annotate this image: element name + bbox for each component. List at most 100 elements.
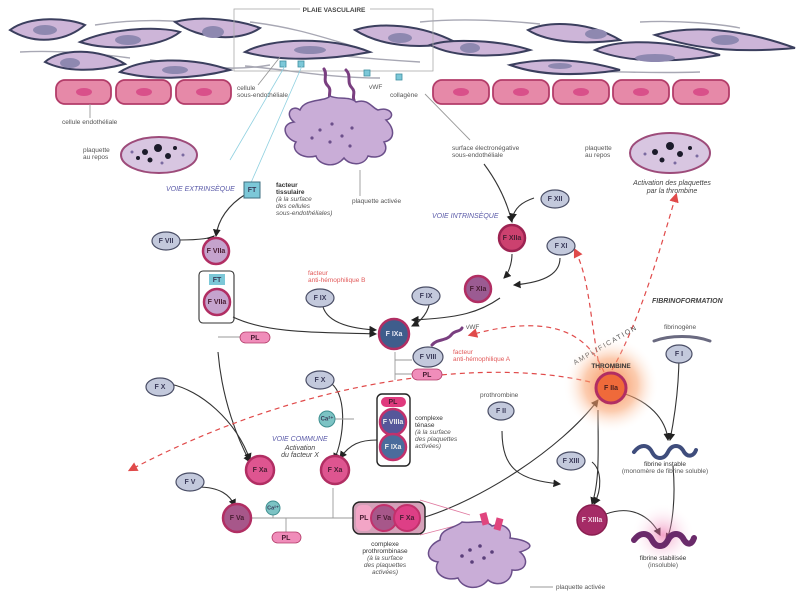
vwf-strands <box>322 67 356 102</box>
node-fxi[interactable]: F XI <box>546 236 576 256</box>
node-ft[interactable]: FT <box>243 181 261 199</box>
label-facteur-tissulaire-3: (à la surface <box>276 196 312 203</box>
connector-lines <box>218 336 471 536</box>
svg-text:F XII: F XII <box>548 196 563 203</box>
label-activation-plaquettes-2: par la thrombine <box>646 188 698 195</box>
svg-text:F Xa: F Xa <box>400 515 415 522</box>
node-fxia[interactable]: F XIa <box>463 274 493 304</box>
label-prothrombine: prothrombine <box>480 392 519 399</box>
svg-text:F V: F V <box>185 479 196 486</box>
svg-text:F II: F II <box>496 408 506 415</box>
label-complexe-tenase-2: ténase <box>415 422 435 429</box>
node-prothrombinase-complex[interactable]: PL F Va F Xa <box>352 501 426 535</box>
svg-text:F XI: F XI <box>555 243 568 250</box>
vwf-strand-mid <box>430 326 464 347</box>
label-fibrine-instable: fibrine instable <box>644 461 686 468</box>
svg-text:F VIIa: F VIIa <box>207 248 226 255</box>
label-fibrine-instable-2: (monomère de fibrine soluble) <box>622 468 708 475</box>
label-voie-intrinseque: VOIE INTRINSÈQUE <box>432 211 499 220</box>
label-complexe-tenase-5: activées) <box>415 443 441 450</box>
svg-text:F IXa: F IXa <box>386 331 403 338</box>
label-complexe-prothrombinase-5: activées) <box>372 569 398 576</box>
node-fii[interactable]: F II <box>487 401 515 421</box>
wound-title: PLAIE VASCULAIRE <box>303 7 366 14</box>
label-plaquette-activee-bas: plaquette activée <box>556 584 606 591</box>
svg-text:F VIII: F VIII <box>420 354 437 361</box>
tissue-factor-markers <box>279 60 403 81</box>
label-hemophilie-a-2: anti-hémophilique A <box>453 356 511 363</box>
svg-text:PL: PL <box>282 535 292 542</box>
label-complexe-prothrombinase-2: prothrombinase <box>362 548 408 555</box>
svg-text:F XIIIa: F XIIIa <box>582 517 603 524</box>
svg-text:F VII: F VII <box>159 238 174 245</box>
svg-text:FT: FT <box>213 277 222 284</box>
svg-text:F XIII: F XIII <box>563 458 580 465</box>
label-thrombine: THROMBINE <box>591 363 631 370</box>
node-fi[interactable]: F I <box>665 344 693 364</box>
svg-text:F XIIa: F XIIa <box>503 235 522 242</box>
svg-text:F VIIa: F VIIa <box>208 299 227 306</box>
label-plaquette-repos-right: plaquette <box>585 145 612 152</box>
leader-line <box>257 56 281 86</box>
svg-text:F IX: F IX <box>420 293 433 300</box>
label-facteur-tissulaire-2: tissulaire <box>276 189 305 196</box>
node-fvii[interactable]: F VII <box>151 231 181 251</box>
node-ft-fviia-complex[interactable]: FT F VIIa <box>198 270 235 324</box>
label-voie-commune: VOIE COMMUNE <box>272 436 328 443</box>
label-activation-x-2: du facteur X <box>281 452 319 459</box>
node-fxiia[interactable]: F XIIa <box>497 223 527 253</box>
node-calcium-2[interactable]: Ca²⁺ <box>265 500 281 516</box>
node-fx-2[interactable]: F X <box>305 370 335 390</box>
label-cellule-sous-endo-2: sous-endothéliale <box>237 92 288 99</box>
label-surface-sous-endo: sous-endothéliale <box>452 152 503 159</box>
label-plaquette-repos-right-2: au repos <box>585 152 611 159</box>
node-fx-1[interactable]: F X <box>145 377 175 397</box>
svg-text:F I: F I <box>675 351 683 358</box>
endothelial-nuclei <box>76 88 709 96</box>
fibrin-stable-shape <box>631 531 697 549</box>
ft-leader <box>229 65 286 161</box>
svg-text:F IIa: F IIa <box>604 385 618 392</box>
node-fva[interactable]: F Va <box>221 502 253 534</box>
activated-platelet-top <box>284 95 394 166</box>
svg-text:F Va: F Va <box>377 515 392 522</box>
node-fiia[interactable]: F IIa <box>594 371 628 405</box>
label-cellule-endotheliale: cellule endothéliale <box>62 119 118 126</box>
label-complexe-tenase: complexe <box>415 415 443 422</box>
svg-text:F Xa: F Xa <box>253 467 268 474</box>
node-fxii[interactable]: F XII <box>540 189 570 209</box>
label-hemophilie-a: facteur <box>453 349 474 356</box>
node-pl-2[interactable]: PL <box>411 368 443 381</box>
node-fix-2[interactable]: F IX <box>411 286 441 306</box>
node-calcium-1[interactable]: Ca²⁺ <box>318 410 336 428</box>
activated-platelet-bottom <box>427 512 531 589</box>
node-tenase-complex[interactable]: PL F VIIIa F IXa <box>376 393 411 467</box>
node-fxa-2[interactable]: F Xa <box>319 454 351 486</box>
node-fixa[interactable]: F IXa <box>377 317 411 351</box>
node-pl-3[interactable]: PL <box>271 531 302 544</box>
label-cellule-sous-endo: cellule <box>237 85 256 92</box>
node-pl-1[interactable]: PL <box>239 331 271 344</box>
label-activation-x: Activation <box>284 445 315 452</box>
svg-text:Ca²⁺: Ca²⁺ <box>321 416 334 423</box>
node-fv[interactable]: F V <box>175 472 205 492</box>
svg-text:F Va: F Va <box>230 515 245 522</box>
label-complexe-prothrombinase-3: (à la surface <box>367 555 403 562</box>
fibrin-stable-glow <box>631 503 695 567</box>
node-fviia[interactable]: F VIIa <box>201 236 231 266</box>
node-fviii[interactable]: F VIII <box>412 346 444 368</box>
svg-text:F XIa: F XIa <box>470 286 487 293</box>
node-fix-1[interactable]: F IX <box>305 288 335 308</box>
svg-text:PL: PL <box>360 515 370 522</box>
resting-platelet-right <box>629 132 711 174</box>
node-fxiii[interactable]: F XIII <box>556 451 586 471</box>
label-fibrine-stabilisee-2: (insoluble) <box>648 562 678 569</box>
resting-platelet-left <box>120 136 198 174</box>
ft-leader <box>249 65 303 186</box>
label-complexe-prothrombinase-4: des plaquettes <box>364 562 407 569</box>
cell-nuclei <box>33 25 739 74</box>
node-fxa-1[interactable]: F Xa <box>244 454 276 486</box>
label-plaquette-repos-left-2: au repos <box>83 154 109 161</box>
node-fxiiia[interactable]: F XIIIa <box>576 504 608 536</box>
